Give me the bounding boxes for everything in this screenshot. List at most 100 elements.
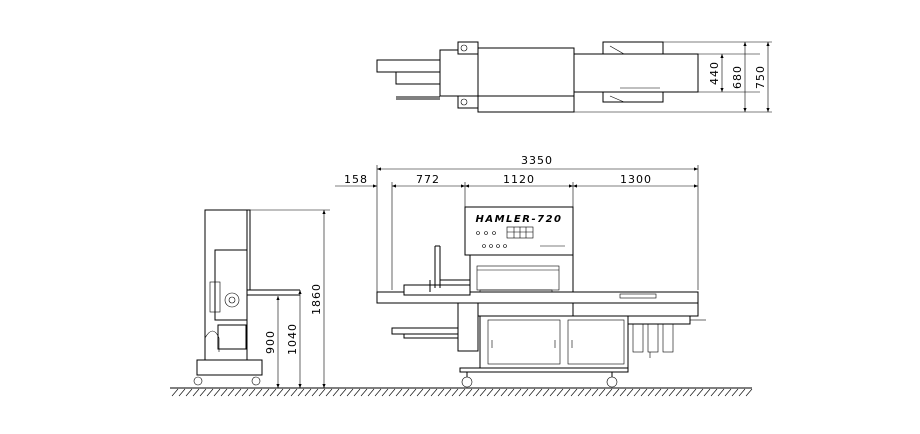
top-view xyxy=(376,41,772,113)
ground-hatch-line xyxy=(353,388,361,397)
ground-hatch-line xyxy=(668,388,676,397)
dim-label-900: 900 xyxy=(264,330,277,354)
ground-hatch-line xyxy=(717,388,725,397)
ground-hatch-line xyxy=(332,388,340,397)
ground-hatch-line xyxy=(241,388,249,397)
ground-hatch-line xyxy=(269,388,277,397)
ground-hatch-line xyxy=(605,388,613,397)
ground-hatch-line xyxy=(451,388,459,397)
ground-hatch-line xyxy=(570,388,578,397)
ground-hatch-line xyxy=(486,388,494,397)
ground-hatch-line xyxy=(409,388,417,397)
ground-hatch-line xyxy=(612,388,620,397)
ground-hatch-line xyxy=(493,388,501,397)
ground-hatch-line xyxy=(339,388,347,397)
ground-hatch-line xyxy=(367,388,375,397)
ground-hatch-line xyxy=(549,388,557,397)
ground-line xyxy=(170,387,753,397)
ground-hatch-line xyxy=(507,388,515,397)
ground-hatch-line xyxy=(472,388,480,397)
ground-hatch-line xyxy=(535,388,543,397)
ground-hatch-line xyxy=(710,388,718,397)
dim-label-1300: 1300 xyxy=(620,173,652,186)
ground-hatch-line xyxy=(619,388,627,397)
ground-hatch-line xyxy=(731,388,739,397)
dim-label-680: 680 xyxy=(731,65,744,89)
ground-hatch-line xyxy=(479,388,487,397)
ground-hatch-line xyxy=(626,388,634,397)
ground-hatch-line xyxy=(248,388,256,397)
ground-hatch-line xyxy=(437,388,445,397)
ground-hatch-line xyxy=(745,388,753,397)
ground-hatch-line xyxy=(563,388,571,397)
ground-hatch-line xyxy=(318,388,326,397)
ground-hatch-line xyxy=(458,388,466,397)
ground-hatch-line xyxy=(255,388,263,397)
ground-hatch-line xyxy=(395,388,403,397)
dim-label-1040: 1040 xyxy=(286,323,299,355)
ground-hatch-line xyxy=(675,388,683,397)
ground-hatch-line xyxy=(171,388,179,397)
ground-hatch-line xyxy=(416,388,424,397)
ground-hatch-line xyxy=(234,388,242,397)
dim-1860: 1860 xyxy=(310,210,326,388)
ground-hatch-line xyxy=(325,388,333,397)
ground-hatch-line xyxy=(213,388,221,397)
dim-label-158: 158 xyxy=(344,173,368,186)
ground-hatch-line xyxy=(283,388,291,397)
ground-hatch-line xyxy=(402,388,410,397)
dim-900: 900 xyxy=(264,296,280,388)
ground-hatch-line xyxy=(528,388,536,397)
ground-hatch-line xyxy=(374,388,382,397)
ground-hatch-line xyxy=(185,388,193,397)
ground-hatch-line xyxy=(465,388,473,397)
dim-label-750: 750 xyxy=(754,65,767,89)
ground-hatch-line xyxy=(542,388,550,397)
ground-hatch-line xyxy=(290,388,298,397)
side-view xyxy=(193,209,330,386)
dim-label-1120: 1120 xyxy=(503,173,535,186)
ground-hatch-line xyxy=(689,388,697,397)
dim-750: 750 xyxy=(754,42,770,112)
ground-hatch-line xyxy=(199,388,207,397)
ground-hatch-line xyxy=(381,388,389,397)
dim-chain: 158 772 1120 1300 xyxy=(335,173,698,290)
ground-hatch-line xyxy=(297,388,305,397)
ground-hatch-line xyxy=(262,388,270,397)
dim-label-440: 440 xyxy=(708,61,721,85)
ground-hatch-line xyxy=(584,388,592,397)
dim-label-772: 772 xyxy=(416,173,440,186)
ground-hatch-line xyxy=(311,388,319,397)
ground-hatch-line xyxy=(514,388,522,397)
ground-hatch-line xyxy=(654,388,662,397)
ground-hatch-line xyxy=(304,388,312,397)
dim-3350: 3350 xyxy=(376,154,699,300)
dim-label-1860: 1860 xyxy=(310,283,323,315)
front-view: HAMLER-720 xyxy=(376,206,706,388)
ground-hatch-line xyxy=(388,388,396,397)
ground-hatch-line xyxy=(220,388,228,397)
ground-hatch-line xyxy=(556,388,564,397)
ground-hatch-line xyxy=(682,388,690,397)
ground-hatch-line xyxy=(703,388,711,397)
ground-hatch-line xyxy=(591,388,599,397)
ground-hatch-line xyxy=(500,388,508,397)
ground-hatch-line xyxy=(640,388,648,397)
ground-hatch-line xyxy=(738,388,746,397)
ground-hatch-line xyxy=(444,388,452,397)
ground-hatch-line xyxy=(360,388,368,397)
ground-hatch-line xyxy=(276,388,284,397)
ground-hatch-line xyxy=(598,388,606,397)
ground-hatch-line xyxy=(346,388,354,397)
ground-hatch-line xyxy=(647,388,655,397)
ground-hatch-line xyxy=(521,388,529,397)
ground-hatch-line xyxy=(227,388,235,397)
dim-440: 440 xyxy=(708,54,724,92)
ground-hatch-line xyxy=(430,388,438,397)
ground-hatch-line xyxy=(192,388,200,397)
ground-hatch-line xyxy=(696,388,704,397)
ground-hatch-line xyxy=(724,388,732,397)
ground-hatch-line xyxy=(178,388,186,397)
ground-hatch-line xyxy=(423,388,431,397)
